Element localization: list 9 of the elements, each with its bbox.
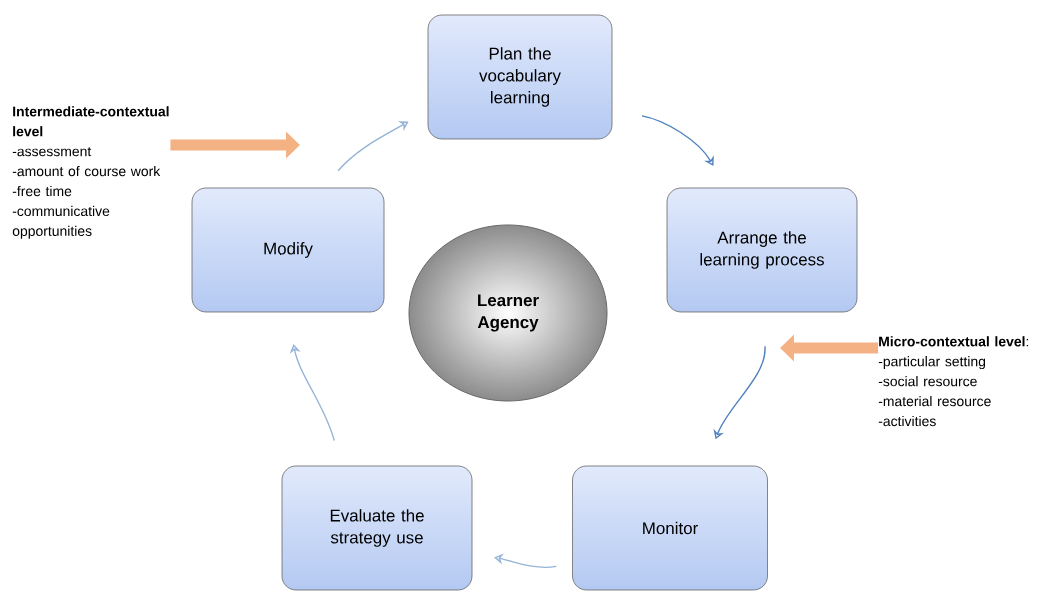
process-box: Monitor (572, 465, 768, 591)
factor-list: Intermediate-contextual level -assessment -amount of course work -free time -communicative opportunities (12, 106, 169, 239)
process-box: Evaluate the strategy use (281, 465, 473, 591)
curved-arrow (641, 115, 714, 166)
process-box: Arrange the learning process (666, 187, 858, 313)
process-box: Modify (191, 187, 385, 313)
curved-arrow (337, 121, 409, 172)
process-box: Plan the vocabulary learning (427, 14, 613, 140)
factor-list: Micro-contextual level: -particular setting -social resource -material resource -activities (878, 336, 1029, 427)
